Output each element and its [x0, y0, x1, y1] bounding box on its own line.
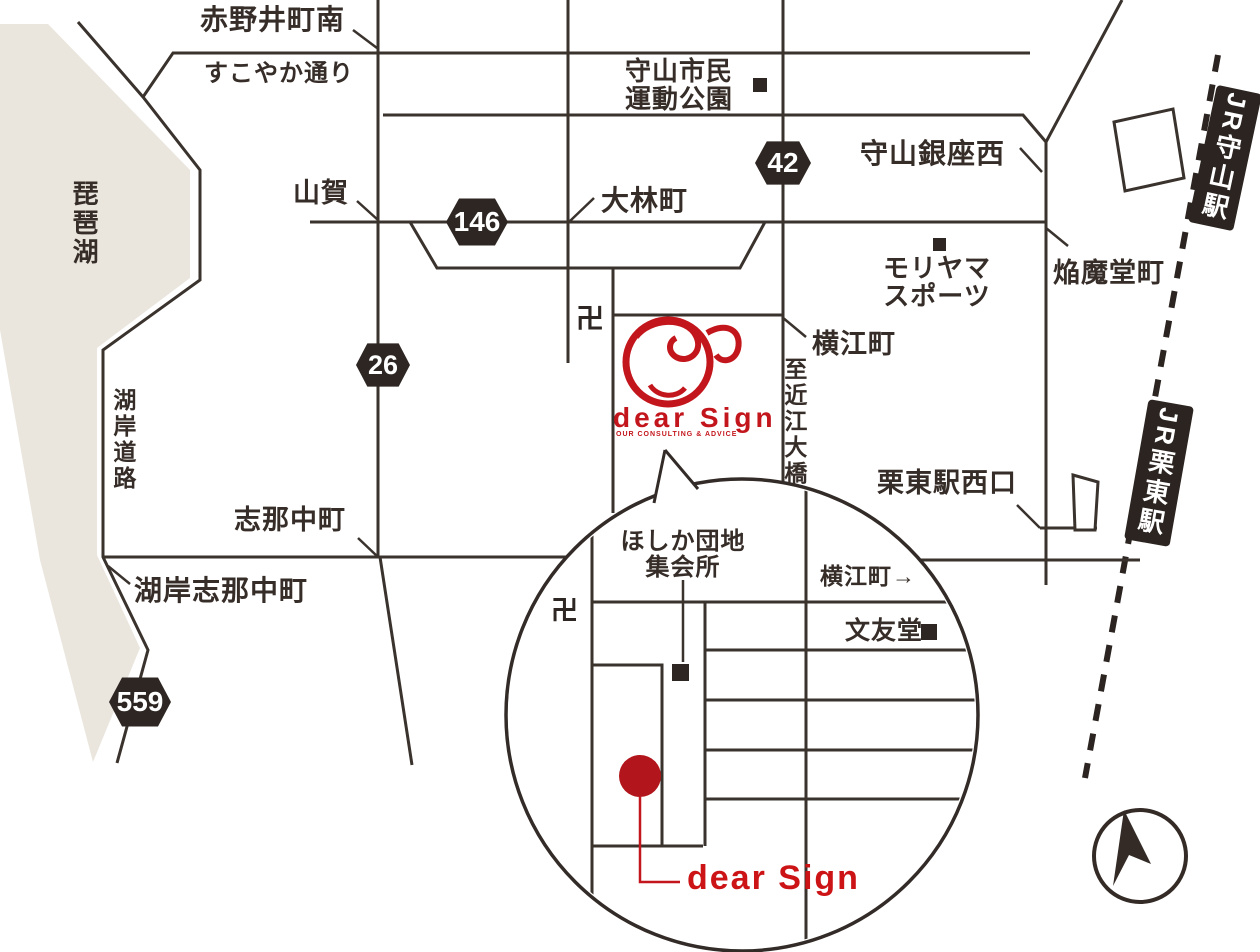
location-dot [619, 755, 661, 797]
route-badge-42: 42 [755, 141, 811, 185]
label-yokoe-arrow: 横江町→ [820, 563, 916, 589]
label-yamaga: 山賀 [293, 178, 349, 208]
compass-circle [1092, 808, 1188, 904]
route-badge-146: 146 [446, 198, 508, 246]
label-sukoyaka-dori: すこやか通り [204, 60, 354, 87]
pointer-lines [107, 29, 1069, 585]
compass [1092, 808, 1188, 904]
building-outlines [1071, 107, 1186, 532]
label-kogan-shinanaka-cho: 湖岸志那中町 [134, 575, 309, 606]
route-badge-559: 559 [109, 677, 171, 727]
label-lake-biwa: 琵琶湖 [69, 180, 100, 267]
label-dear-sign-location: dear Sign [687, 859, 860, 897]
park-marker [753, 78, 767, 92]
label-obayashi-cho: 大林町 [601, 185, 689, 216]
label-moriyama-sports: モリヤマ スポーツ [883, 253, 992, 312]
label-akanoi-minami: 赤野井町南 [200, 4, 346, 35]
label-hoshika-hall: ほしか団地 集会所 [620, 528, 746, 581]
lake-biwa-shape [0, 24, 190, 762]
label-sports-park: 守山市民 運動公園 [625, 56, 734, 115]
logo-mark [622, 316, 742, 408]
hall-marker [672, 664, 689, 681]
roads [76, 0, 1140, 766]
label-ritto-sta-west: 栗東駅西口 [877, 468, 1017, 498]
temple-icon: 卍 [576, 303, 605, 334]
label-shinanaka-cho: 志那中町 [234, 505, 346, 535]
north-arrow-icon [1113, 810, 1151, 886]
bunyudo-marker [921, 624, 937, 640]
inset-roads [590, 486, 975, 944]
location-leader-line [638, 797, 680, 884]
inset-circle [504, 477, 980, 952]
inset-temple-icon: 卍 [551, 596, 578, 626]
label-moriyama-ginza-nishi: 守山銀座西 [860, 138, 1006, 169]
logo-tagline: OUR CONSULTING & ADVICE [616, 431, 738, 438]
moriyama-sports-marker [933, 238, 946, 251]
label-to-omi-ohashi: 至近江大橋 [780, 357, 807, 487]
label-kogan-doro: 湖岸道路 [109, 388, 136, 492]
landmark-squares [753, 78, 946, 251]
label-yokoe-cho: 横江町 [812, 329, 896, 359]
inset-callout-tail [652, 449, 700, 504]
label-bunyudo: 文友堂 [845, 617, 924, 645]
logo-wordmark: dear Sign [613, 402, 777, 433]
moriyama-station-building [1112, 107, 1186, 193]
label-enmado-cho: 焔魔堂町 [1053, 258, 1165, 288]
ritto-station-building [1071, 473, 1100, 532]
route-badge-26: 26 [356, 343, 410, 387]
